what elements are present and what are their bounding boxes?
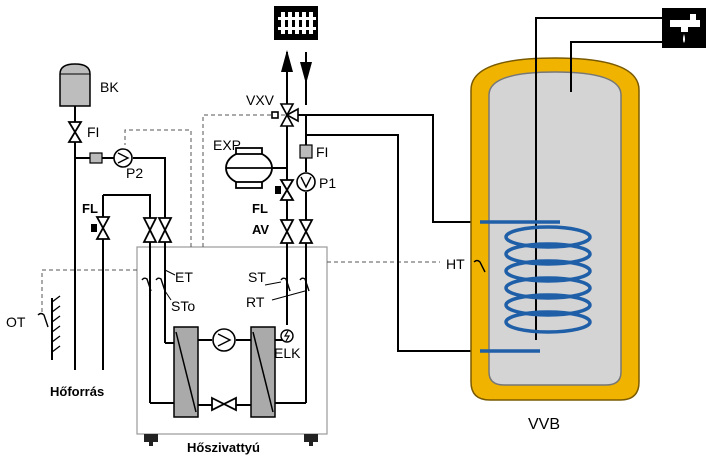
signal-lines: [41, 114, 440, 315]
exp-label: EXP: [213, 137, 241, 153]
brine-tank-icon: [59, 63, 91, 107]
refrigerant-loop: [197, 339, 252, 406]
sensor-icon: [37, 259, 486, 360]
p1-label: P1: [319, 175, 336, 191]
fl-left-label: FL: [82, 201, 98, 216]
hoforras-label: Hőforrás: [50, 384, 104, 399]
heat-pump-foot-right: [304, 434, 318, 442]
flow-arrow-up-icon: [281, 50, 293, 72]
ot-label: OT: [6, 314, 26, 330]
heating-coil: [480, 220, 592, 353]
fl-mid-label: FL: [252, 201, 268, 216]
three-way-valve-icon: [271, 103, 299, 127]
elk-label: ELK: [274, 345, 301, 361]
flow-arrow-down-icon: [300, 62, 312, 84]
dhw-pipes: [535, 17, 662, 340]
fi-left-label: FI: [87, 124, 99, 140]
ht-label: HT: [446, 256, 465, 272]
filter-icon: [89, 144, 313, 164]
electric-heater-icon: [280, 329, 294, 343]
av-label: AV: [252, 222, 269, 237]
tap-icon: [662, 8, 706, 48]
vvb-label: VVB: [528, 416, 560, 433]
vxv-label: VXV: [246, 92, 275, 108]
fi-mid-label: FI: [316, 144, 328, 160]
heat-exchanger-icon: [173, 326, 276, 418]
hoszivattyu-label: Hőszivattyú: [187, 440, 260, 455]
expansion-vessel-icon: [225, 147, 273, 189]
et-label: ET: [175, 269, 193, 285]
sto-label: STo: [171, 298, 195, 314]
heat-pump-foot-left: [144, 434, 158, 442]
st-label: ST: [248, 269, 266, 285]
valve-icon: [67, 121, 314, 412]
radiator-icon: [274, 6, 318, 40]
p2-label: P2: [126, 165, 143, 181]
hot-water-tank: [470, 57, 640, 401]
fill-valve-handles: [91, 186, 281, 232]
bk-label: BK: [100, 79, 119, 95]
rt-label: RT: [246, 294, 265, 310]
